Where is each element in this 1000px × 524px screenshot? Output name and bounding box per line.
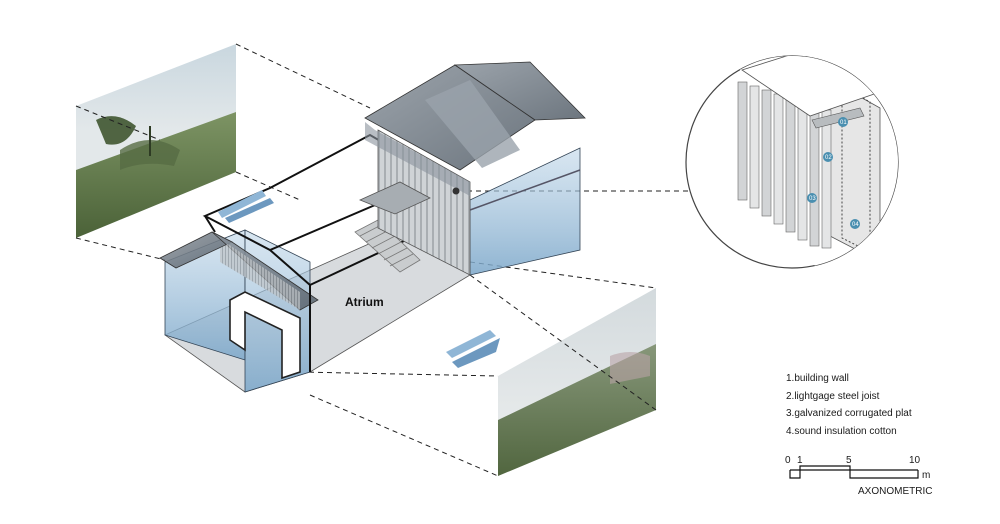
svg-text:02: 02 — [825, 155, 832, 161]
svg-text:01: 01 — [840, 120, 847, 126]
wall-detail-callout: 01 02 03 04 — [685, 55, 899, 269]
corrugated-panel — [737, 81, 832, 249]
svg-text:04: 04 — [852, 222, 859, 228]
scale-caption: AXONOMETRIC — [858, 486, 932, 497]
scale-tick-1: 1 — [797, 455, 803, 466]
left-pavilion — [159, 229, 319, 393]
right-house — [358, 61, 586, 276]
legend-item-corrugated-plate: 3.galvanized corrugated plat — [786, 408, 912, 419]
svg-text:03: 03 — [809, 196, 816, 202]
scale-tick-0: 0 — [785, 455, 791, 466]
legend-item-steel-joist: 2.lightgage steel joist — [786, 390, 880, 402]
right-landscape-photo — [498, 288, 656, 476]
flow-arrow-top — [218, 190, 274, 223]
projection-lines — [75, 43, 688, 477]
material-legend: 1.building wall 2.lightgage steel joist … — [786, 370, 912, 440]
flow-arrow-bottom — [446, 330, 500, 368]
legend-item-insulation-cotton: 4.sound insulation cotton — [786, 425, 897, 437]
atrium-label: Atrium — [345, 295, 384, 309]
scale-bar: 0 1 5 10 m AXONOMETRIC — [785, 455, 932, 497]
detail-callout-markers: 01 02 03 04 — [807, 117, 860, 229]
scale-tick-10: 10 — [909, 455, 921, 466]
legend-item-building-wall: 1.building wall — [786, 373, 849, 384]
left-landscape-photo — [76, 44, 236, 238]
scale-unit: m — [922, 470, 930, 481]
scale-tick-5: 5 — [846, 455, 852, 466]
